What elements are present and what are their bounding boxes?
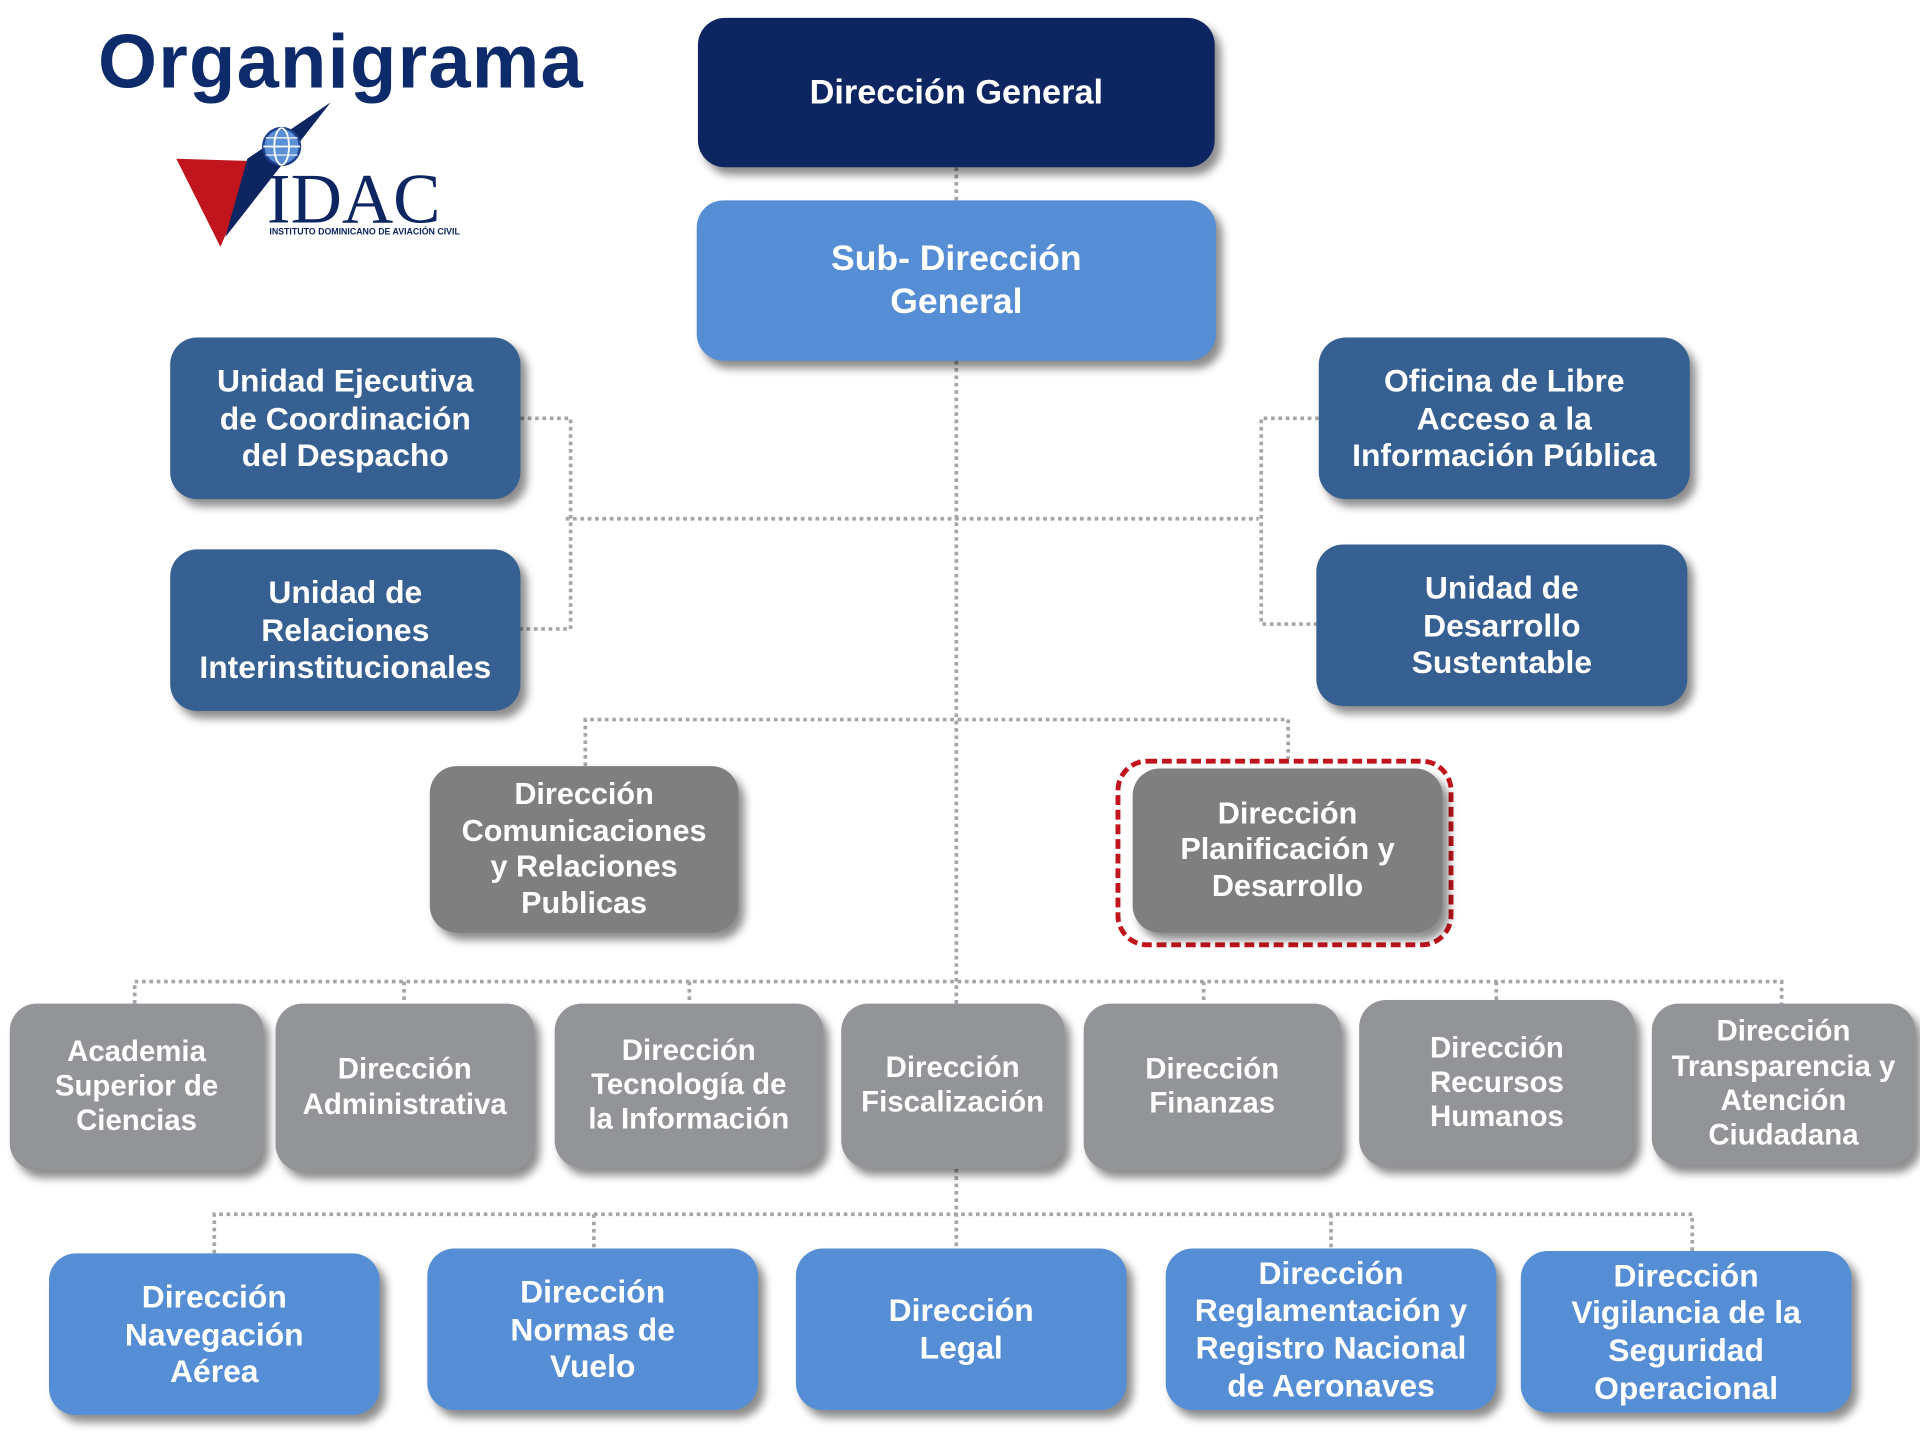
node-dir-planificacion: Dirección Planificación y Desarrollo — [1132, 768, 1443, 934]
node-sub-direccion-general: Sub- Dirección General — [696, 200, 1216, 362]
node-label: Dirección Legal — [888, 1292, 1034, 1367]
page-title: Organigrama — [97, 20, 584, 106]
node-label: Sub- Dirección General — [831, 240, 1082, 322]
node-dir-normas: Dirección Normas de Vuelo — [427, 1248, 758, 1411]
node-dir-tecnologia: Dirección Tecnología de la Información — [554, 1004, 823, 1169]
node-dir-navegacion: Dirección Navegación Aérea — [48, 1253, 380, 1416]
node-label: Dirección Comunicaciones y Relaciones Pu… — [461, 777, 707, 921]
highlight-frame — [1115, 759, 1454, 948]
node-label: Dirección Finanzas — [1145, 1052, 1280, 1121]
node-dir-reglamentacion: Dirección Reglamentación y Registro Naci… — [1165, 1248, 1497, 1411]
node-academia: Academia Superior de Ciencias — [9, 1004, 264, 1171]
node-label: Dirección Fiscalización — [861, 1051, 1045, 1120]
node-label: Unidad de Relaciones Interinstitucionale… — [199, 574, 492, 687]
node-label: Oficina de Libre Acceso a la Información… — [1352, 362, 1657, 475]
node-dir-vigilancia: Dirección Vigilancia de la Seguridad Ope… — [1520, 1251, 1852, 1414]
globe-icon — [262, 127, 302, 167]
node-dir-administrativa: Dirección Administrativa — [275, 1004, 534, 1172]
node-label: Dirección Transparencia y Atención Ciuda… — [1671, 1015, 1896, 1153]
svg-text:INSTITUTO DOMINICANO DE AVIACI: INSTITUTO DOMINICANO DE AVIACIÓN CIVIL — [269, 226, 460, 237]
node-unidad-ejecutiva: Unidad Ejecutiva de Coordinación del Des… — [170, 337, 521, 500]
node-label: Dirección Planificación y Desarrollo — [1180, 796, 1395, 904]
node-unidad-desarrollo: Unidad de Desarrollo Sustentable — [1316, 544, 1688, 707]
node-dir-comunicaciones: Dirección Comunicaciones y Relaciones Pu… — [429, 766, 739, 934]
node-label: Dirección Navegación Aérea — [124, 1278, 304, 1391]
node-label: Unidad de Desarrollo Sustentable — [1411, 569, 1593, 682]
node-label: Unidad Ejecutiva de Coordinación del Des… — [217, 362, 474, 475]
node-label: Dirección Reglamentación y Registro Naci… — [1194, 1254, 1468, 1405]
node-dir-fiscalizacion: Dirección Fiscalización — [841, 1004, 1065, 1169]
node-label: Dirección Vigilancia de la Seguridad Ope… — [1571, 1257, 1801, 1407]
node-label: Dirección Tecnología de la Información — [588, 1034, 790, 1137]
idac-logo: IDAC INSTITUTO DOMINICANO DE AVIACIÓN CI… — [176, 102, 460, 248]
node-label: Academia Superior de Ciencias — [54, 1035, 219, 1138]
svg-text:IDAC: IDAC — [267, 161, 441, 239]
node-oficina-libre-acceso: Oficina de Libre Acceso a la Información… — [1318, 337, 1690, 500]
node-label: Dirección Administrativa — [302, 1053, 507, 1122]
node-dir-transparencia: Dirección Transparencia y Atención Ciuda… — [1651, 1004, 1916, 1166]
node-direccion-general: Dirección General — [697, 18, 1215, 168]
node-dir-rrhh: Dirección Recursos Humanos — [1359, 1000, 1635, 1167]
node-dir-finanzas: Dirección Finanzas — [1083, 1004, 1341, 1171]
node-dir-legal: Dirección Legal — [795, 1248, 1127, 1411]
node-label: Dirección Recursos Humanos — [1429, 1031, 1564, 1135]
node-label: Dirección Normas de Vuelo — [510, 1273, 675, 1386]
node-unidad-relaciones: Unidad de Relaciones Interinstitucionale… — [170, 549, 521, 712]
node-label: Dirección General — [809, 74, 1104, 113]
